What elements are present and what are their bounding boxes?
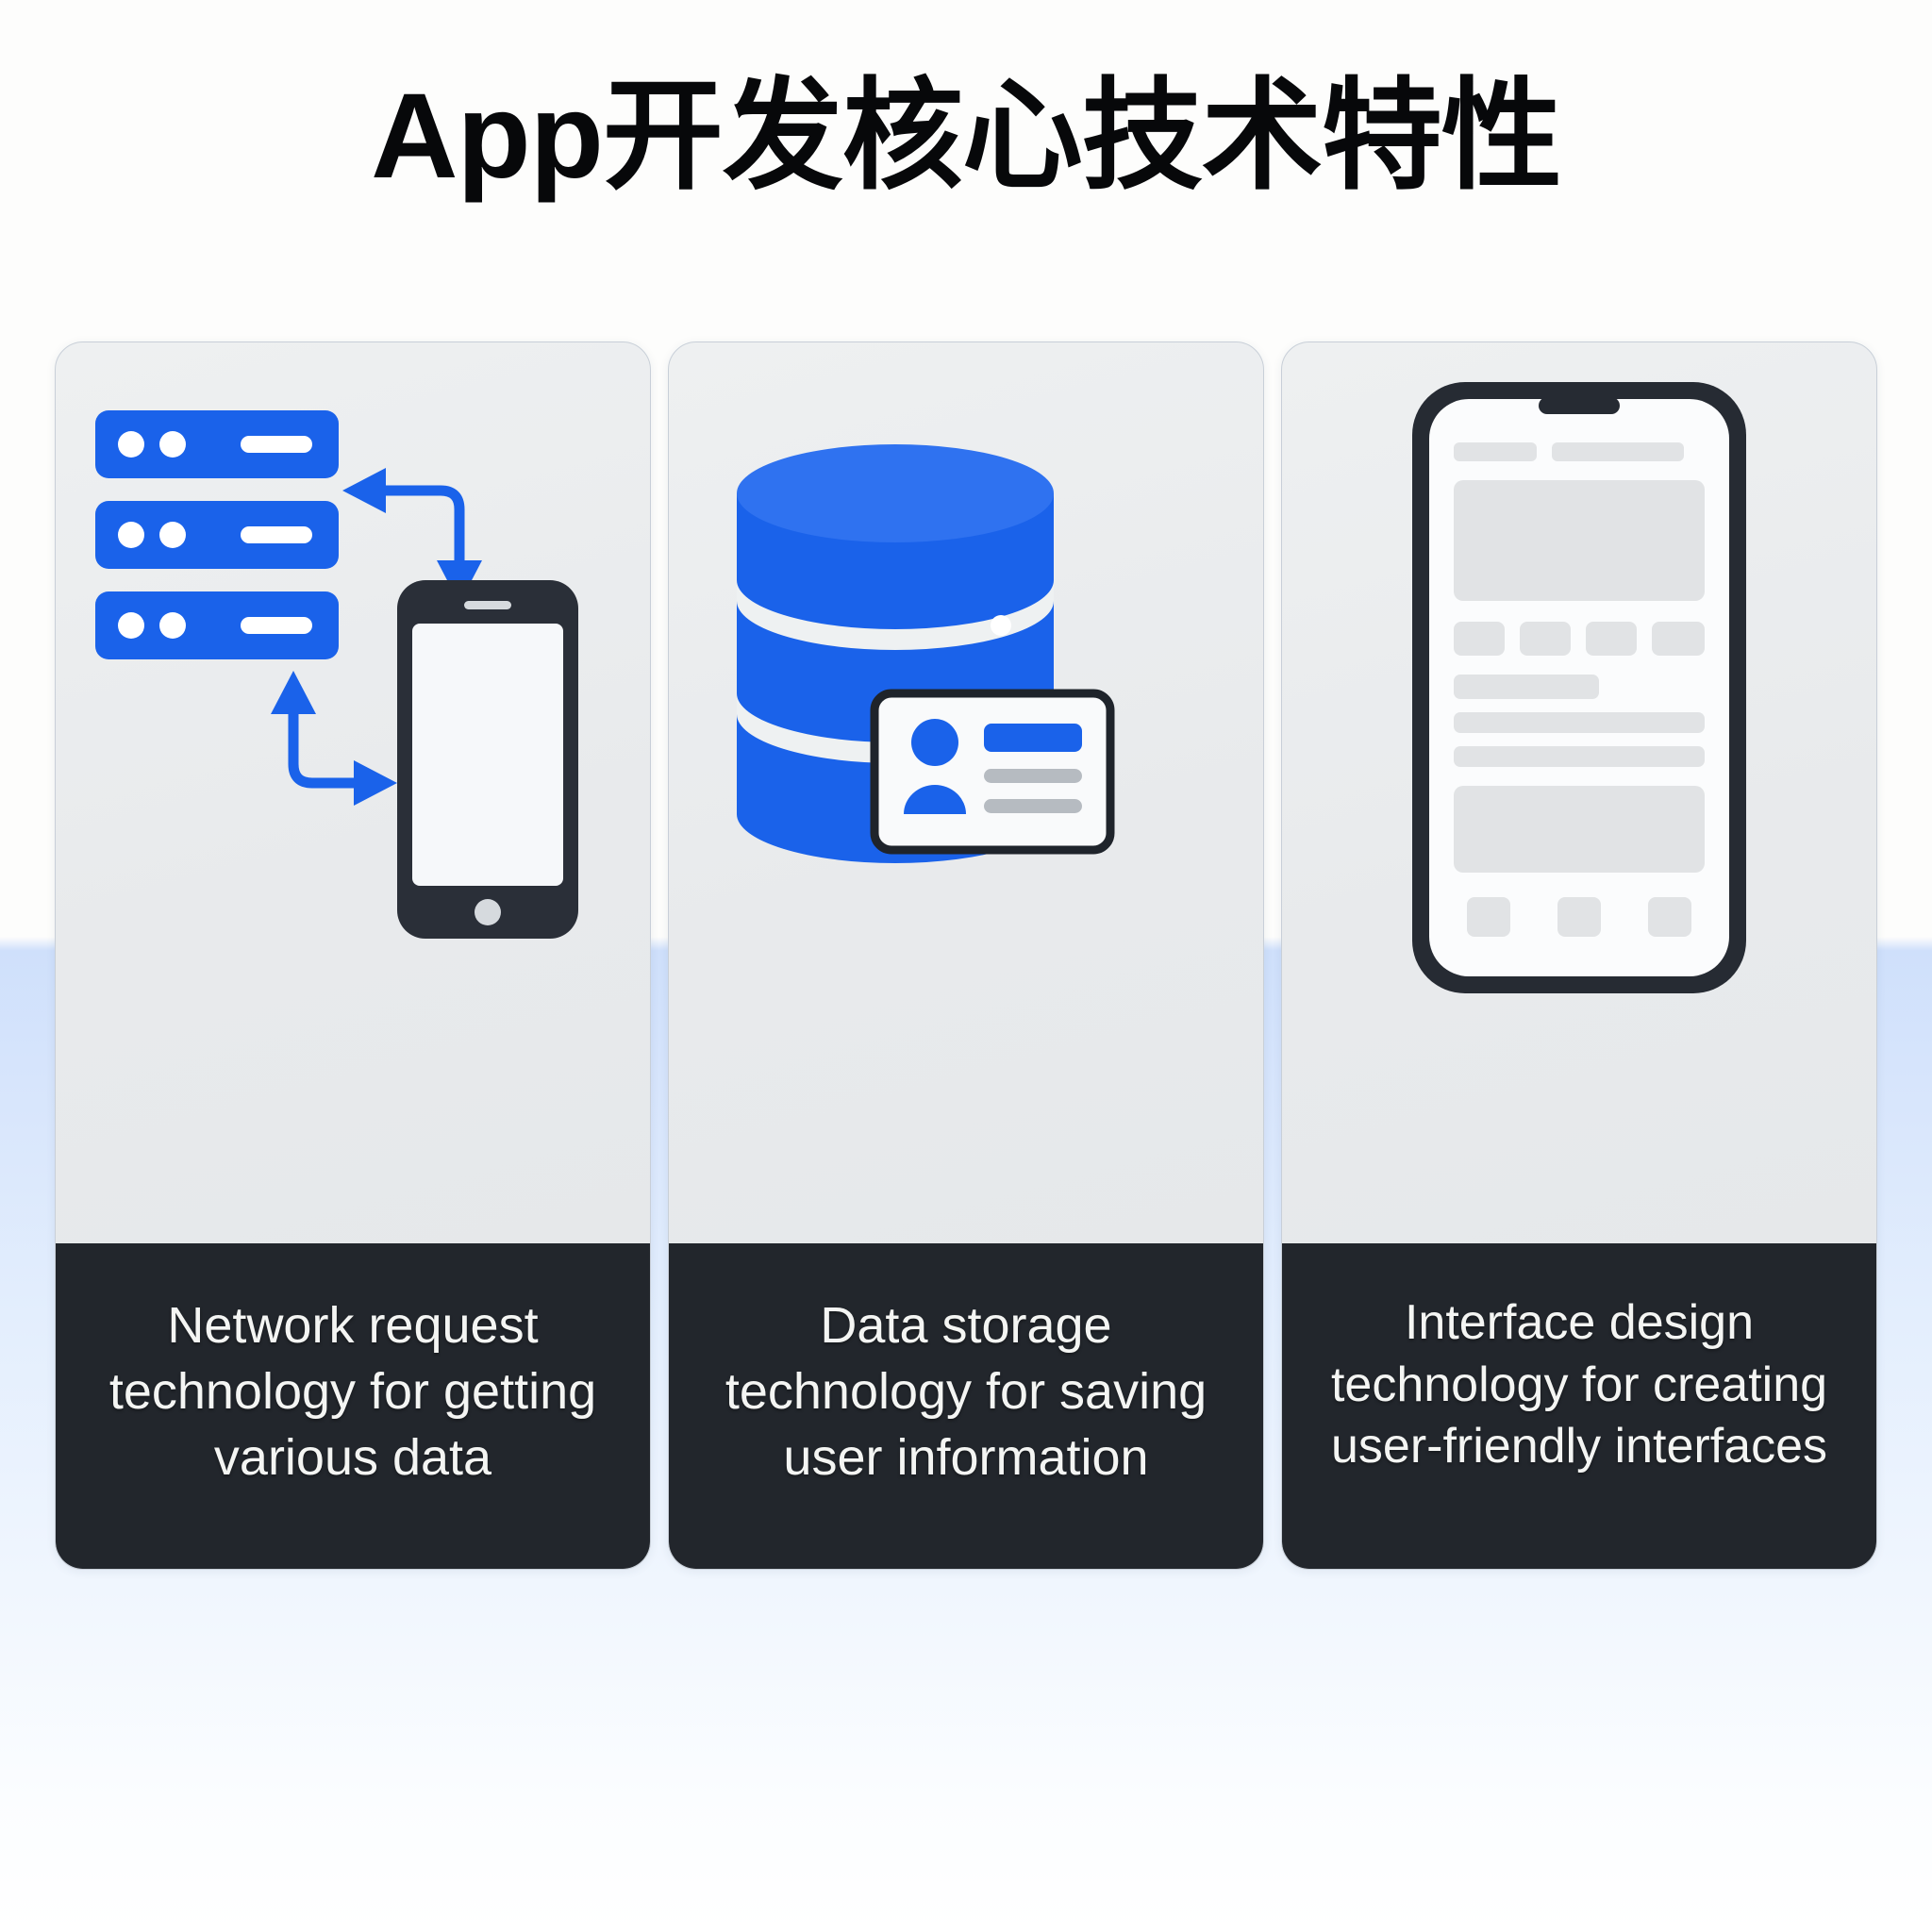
- card-caption-network: Network request technology for getting v…: [56, 1243, 650, 1569]
- skeleton-line-2: [1454, 712, 1705, 733]
- card-caption-interface: Interface design technology for creating…: [1282, 1243, 1876, 1569]
- server-phone-exchange-icon: [56, 342, 650, 1243]
- ui-skeleton-blocks: [1454, 442, 1705, 937]
- skeleton-status-left: [1454, 442, 1537, 461]
- id-card-icon: [870, 689, 1115, 855]
- database-id-card-icon: [669, 342, 1263, 1243]
- card-caption-storage: Data storage technology for saving user …: [669, 1243, 1263, 1569]
- card-row: Network request technology for getting v…: [55, 341, 1877, 1570]
- skeleton-chip-3: [1586, 622, 1637, 656]
- person-icon: [904, 719, 966, 814]
- arrow-server-to-phone: [364, 485, 465, 579]
- card-network-request[interactable]: Network request technology for getting v…: [55, 341, 651, 1570]
- arrow-phone-to-server: [288, 693, 373, 789]
- skeleton-tab-1: [1467, 897, 1510, 937]
- card-interface-design[interactable]: Interface design technology for creating…: [1281, 341, 1877, 1570]
- smartphone-icon: [397, 580, 578, 939]
- skeleton-list-block: [1454, 786, 1705, 873]
- arrowhead-left-icon: [342, 468, 386, 513]
- skeleton-chip-2: [1520, 622, 1571, 656]
- skeleton-line-3: [1454, 746, 1705, 767]
- arrowhead-up-icon: [271, 671, 316, 714]
- skeleton-hero-block: [1454, 480, 1705, 601]
- skeleton-chip-4: [1652, 622, 1705, 656]
- skeleton-tab-3: [1648, 897, 1691, 937]
- skeleton-chip-1: [1454, 622, 1505, 656]
- skeleton-tab-2: [1557, 897, 1601, 937]
- card-data-storage[interactable]: Data storage technology for saving user …: [668, 341, 1264, 1570]
- skeleton-status-right: [1552, 442, 1684, 461]
- page-title: App开发核心技术特性: [371, 69, 1562, 204]
- smartphone-ui-mockup-icon: [1282, 342, 1876, 1243]
- skeleton-line-1: [1454, 675, 1599, 699]
- arrowhead-right-icon: [354, 760, 397, 806]
- server-rack-icon: [95, 410, 339, 659]
